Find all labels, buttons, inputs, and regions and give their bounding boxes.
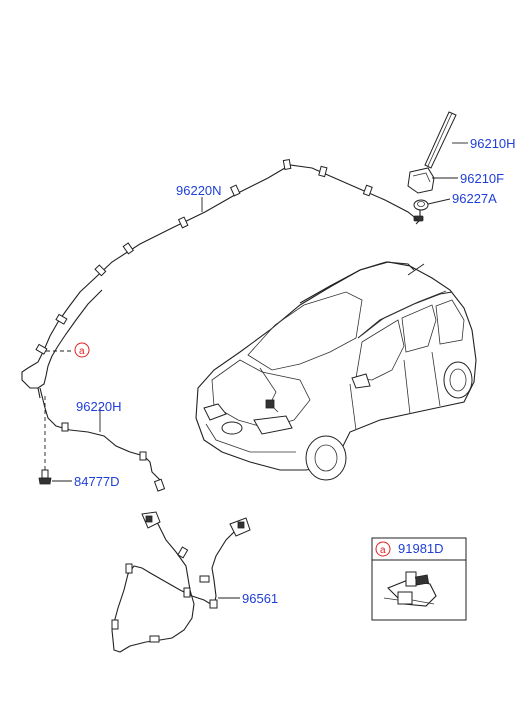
part-label-96220N: 96220N <box>176 183 222 198</box>
part-label-96227A: 96227A <box>452 191 497 206</box>
antenna-assembly <box>407 111 457 225</box>
feeder-cable-lower <box>37 387 166 492</box>
clip-detail-box: a 91981D <box>371 537 467 621</box>
part-label-96210F: 96210F <box>460 171 504 186</box>
part-label-91981D: 91981D <box>398 541 444 556</box>
part-label-96220H: 96220H <box>76 399 122 414</box>
part-label-96210H: 96210H <box>470 136 516 151</box>
reference-marker-a: a <box>79 346 85 357</box>
extension-cable <box>111 511 251 653</box>
part-label-96561: 96561 <box>242 591 278 606</box>
car-illustration <box>195 261 477 481</box>
part-label-84777D: 84777D <box>74 474 120 489</box>
clip-reference-marker-a: a <box>380 545 386 556</box>
bolt <box>38 396 52 485</box>
feeder-cable-upper <box>21 158 419 389</box>
